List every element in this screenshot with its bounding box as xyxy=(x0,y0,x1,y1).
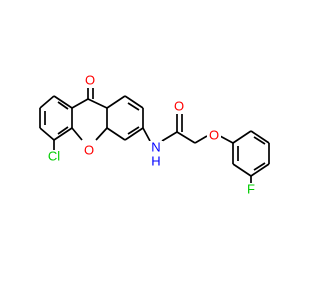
ring-oxygen-label: O xyxy=(84,142,94,157)
amide-hydrogen-label: H xyxy=(151,153,160,168)
atom-labels: O O Cl N H O O F xyxy=(46,72,258,197)
fluorine-label: F xyxy=(247,181,255,196)
right-aromatic-ring xyxy=(106,95,144,141)
ether-oxygen-label: O xyxy=(209,127,219,142)
amide-linker xyxy=(142,111,208,144)
chlorine-label: Cl xyxy=(48,148,60,163)
left-aromatic-ring xyxy=(39,95,73,141)
amide-oxygen-label: O xyxy=(174,98,184,113)
central-pyranone-ring xyxy=(71,87,108,141)
phenoxy-ring xyxy=(219,130,270,184)
chemical-structure: O O Cl N H O O F xyxy=(39,72,270,197)
amide-nitrogen-label: N xyxy=(151,139,160,154)
ketone-oxygen-label: O xyxy=(85,72,95,87)
